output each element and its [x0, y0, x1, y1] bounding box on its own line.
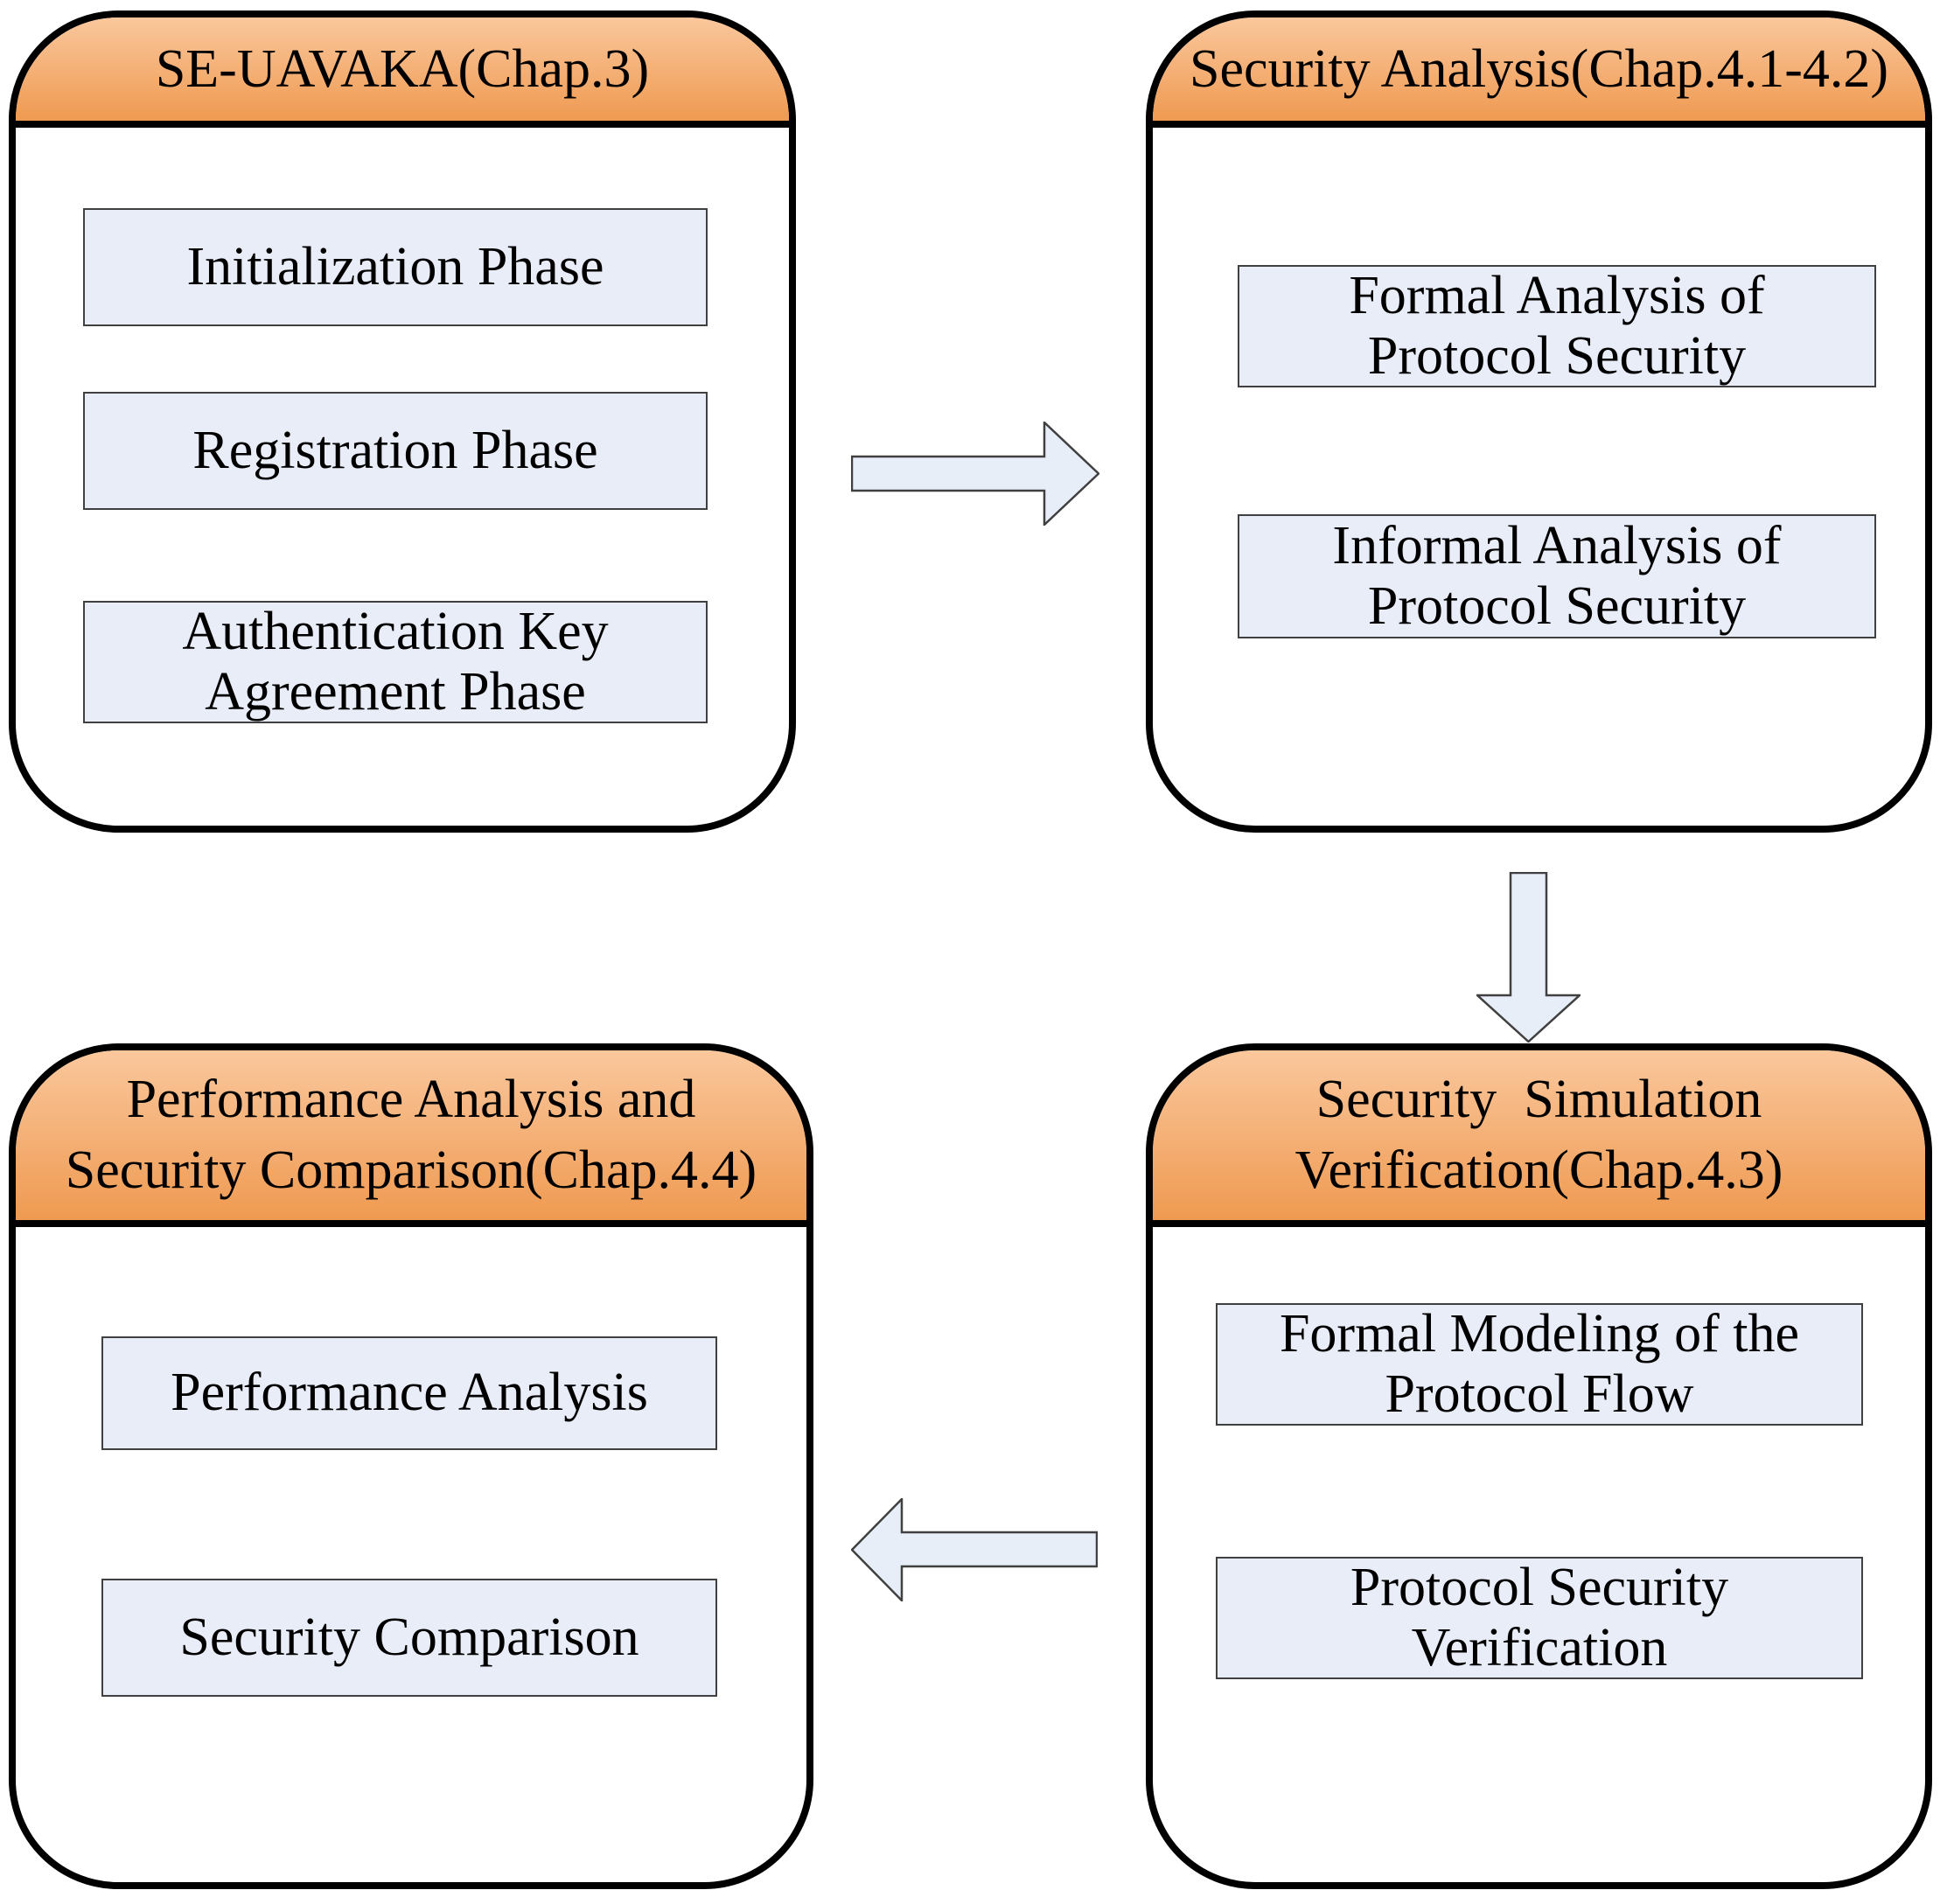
item-security-comparison: Security Comparison — [101, 1579, 717, 1697]
arrow-left-icon — [851, 1498, 1098, 1601]
panel-security-analysis: Security Analysis(Chap.4.1-4.2) Formal A… — [1146, 10, 1932, 833]
item-performance-analysis: Performance Analysis — [101, 1336, 717, 1450]
panel-header-se-uavaka: SE-UAVAKA(Chap.3) — [16, 17, 789, 128]
panel-header-security-analysis: Security Analysis(Chap.4.1-4.2) — [1153, 17, 1925, 128]
item-label: Protocol Security Verification — [1350, 1557, 1729, 1677]
panel-header-performance-analysis-security-comparison: Performance Analysis and Security Compar… — [16, 1050, 806, 1227]
panel-title: SE-UAVAKA(Chap.3) — [155, 38, 650, 99]
item-label: Formal Modeling of the Protocol Flow — [1279, 1303, 1800, 1424]
item-registration-phase: Registration Phase — [83, 392, 708, 510]
item-informal-analysis-of-protocol-security: Informal Analysis of Protocol Security — [1238, 514, 1876, 638]
panel-performance-analysis-security-comparison: Performance Analysis and Security Compar… — [9, 1043, 813, 1889]
item-label: Informal Analysis of Protocol Security — [1332, 515, 1782, 636]
item-initialization-phase: Initialization Phase — [83, 208, 708, 326]
arrow-right-icon — [851, 422, 1099, 526]
panel-title: Security Analysis(Chap.4.1-4.2) — [1189, 38, 1888, 99]
panel-security-simulation-verification: Security Simulation Verification(Chap.4.… — [1146, 1043, 1932, 1889]
item-label: Initialization Phase — [186, 236, 604, 296]
item-label: Authentication Key Agreement Phase — [182, 601, 609, 722]
panel-header-security-simulation-verification: Security Simulation Verification(Chap.4.… — [1153, 1050, 1925, 1227]
item-formal-analysis-of-protocol-security: Formal Analysis of Protocol Security — [1238, 265, 1876, 387]
item-formal-modeling-of-the-protocol-flow: Formal Modeling of the Protocol Flow — [1216, 1303, 1863, 1426]
item-authentication-key-agreement-phase: Authentication Key Agreement Phase — [83, 601, 708, 723]
item-label: Formal Analysis of Protocol Security — [1349, 265, 1765, 386]
panel-se-uavaka: SE-UAVAKA(Chap.3) Initialization Phase R… — [9, 10, 796, 833]
panel-title: Security Simulation Verification(Chap.4.… — [1294, 1070, 1783, 1200]
item-label: Performance Analysis — [171, 1363, 648, 1423]
arrow-down-icon — [1476, 872, 1581, 1043]
item-protocol-security-verification: Protocol Security Verification — [1216, 1557, 1863, 1679]
item-label: Security Comparison — [179, 1607, 639, 1667]
panel-title: Performance Analysis and Security Compar… — [65, 1070, 757, 1200]
item-label: Registration Phase — [192, 420, 598, 480]
